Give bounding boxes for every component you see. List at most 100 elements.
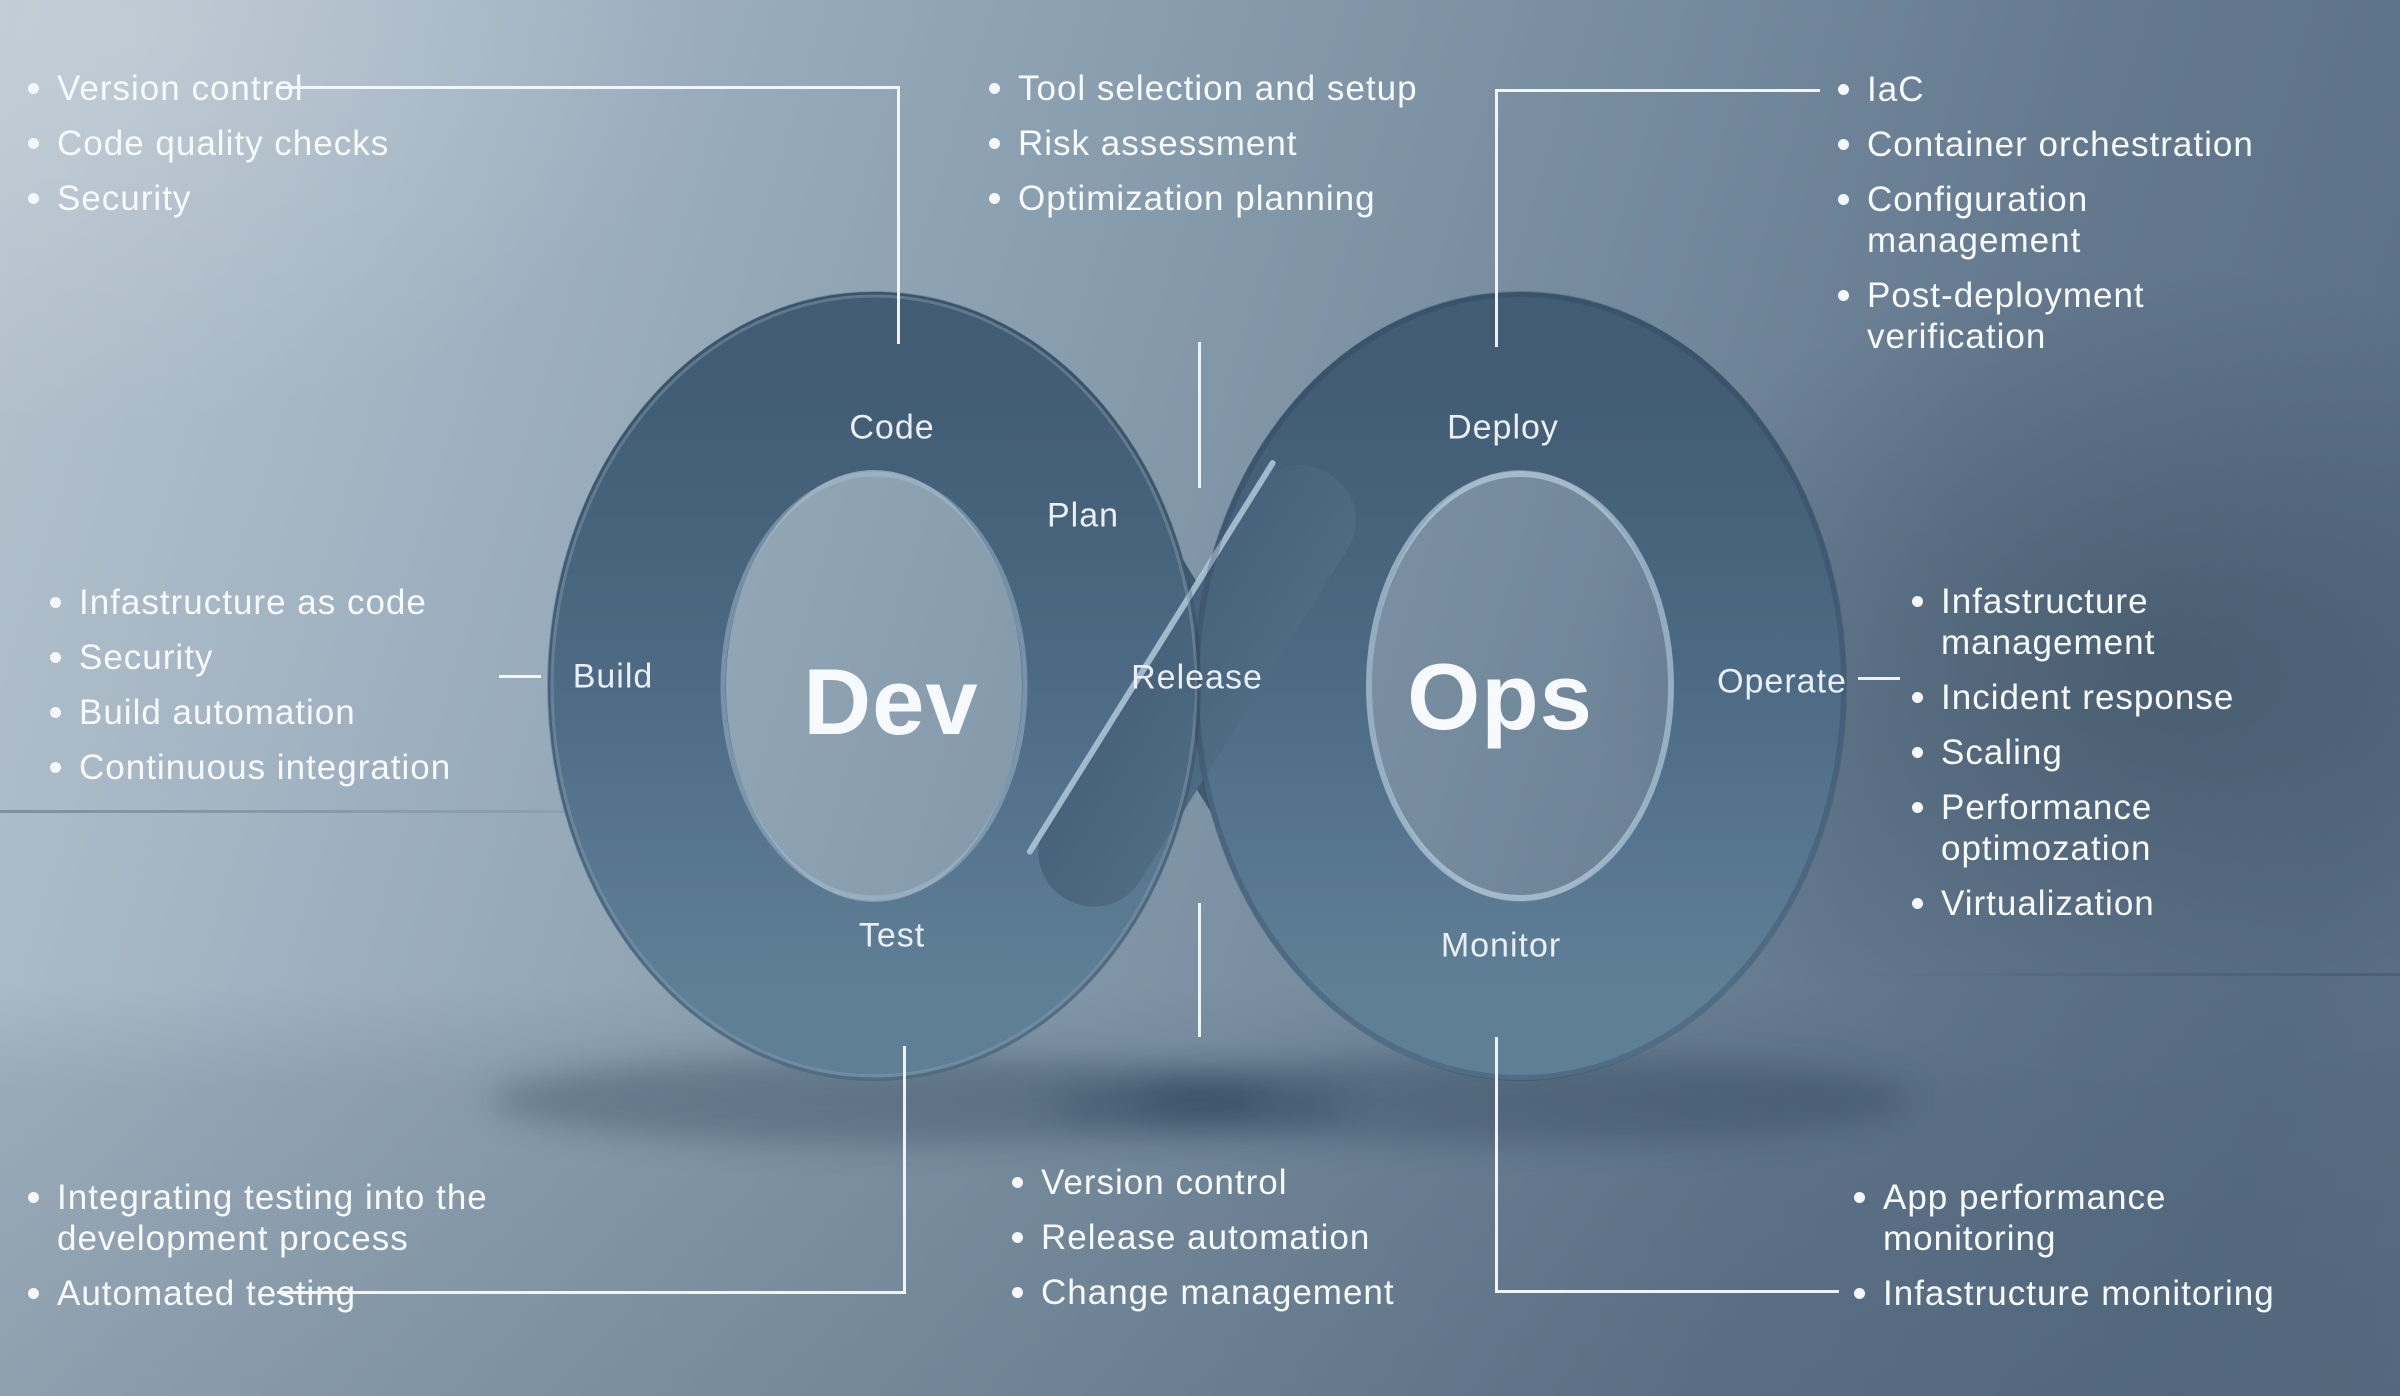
list-item-text: Version control bbox=[1041, 1163, 1288, 1202]
list-item-text: Tool selection and setup bbox=[1018, 69, 1418, 108]
connector-bottom-right-vertical bbox=[1495, 1037, 1498, 1293]
bullet-icon bbox=[1838, 290, 1849, 301]
list-item-text: Performance optimozation bbox=[1941, 788, 2153, 868]
list-item: Performance optimozation bbox=[1912, 787, 2400, 869]
list-item-text: Post-deployment verification bbox=[1867, 276, 2145, 356]
dev-ring-shadow bbox=[490, 1056, 1270, 1144]
bullet-icon bbox=[50, 652, 61, 663]
list-item-text: Integrating testing into the development… bbox=[57, 1178, 488, 1258]
bullet-icon bbox=[50, 597, 61, 608]
list-item: Risk assessment bbox=[989, 123, 1609, 164]
bullet-icon bbox=[989, 83, 1000, 94]
bullet-icon bbox=[1012, 1177, 1023, 1188]
list-item: App performance monitoring bbox=[1854, 1177, 2400, 1259]
list-item: Code quality checks bbox=[28, 123, 628, 164]
list-item: Infastructure management bbox=[1912, 581, 2400, 663]
stage-label-plan: Plan bbox=[1046, 496, 1120, 535]
stage-label-release: Release bbox=[1131, 658, 1263, 697]
list-item: IaC bbox=[1838, 69, 2398, 110]
checklist-items: Integrating testing into the development… bbox=[28, 1177, 668, 1314]
connector-top-right-vertical bbox=[1495, 89, 1498, 347]
list-item-text: Infastructure as code bbox=[79, 583, 427, 622]
list-item-text: Build automation bbox=[79, 693, 356, 732]
bullet-icon bbox=[28, 1288, 39, 1299]
bullet-icon bbox=[50, 707, 61, 718]
bullet-icon bbox=[1838, 139, 1849, 150]
wall-floor-edge-left bbox=[0, 810, 760, 813]
stage-label-operate: Operate bbox=[1717, 662, 1847, 701]
bullet-icon bbox=[1912, 747, 1923, 758]
list-item-text: Change management bbox=[1041, 1273, 1395, 1312]
loop-strand-ascending bbox=[1026, 460, 1356, 907]
list-item-text: Continuous integration bbox=[79, 748, 452, 787]
bullet-icon bbox=[1854, 1288, 1865, 1299]
list-item: Infastructure as code bbox=[50, 582, 650, 623]
bullet-icon bbox=[1838, 84, 1849, 95]
bullet-icon bbox=[28, 193, 39, 204]
list-item-text: Version control bbox=[57, 69, 304, 108]
list-item: Version control bbox=[1012, 1162, 1632, 1203]
dev-ring-outer-highlight bbox=[550, 294, 1198, 1078]
connector-top-right-horizontal bbox=[1497, 89, 1820, 92]
bullet-icon bbox=[1912, 802, 1923, 813]
bullet-icon bbox=[1912, 692, 1923, 703]
list-item-text: App performance monitoring bbox=[1883, 1178, 2167, 1258]
list-item-text: Optimization planning bbox=[1018, 179, 1376, 218]
checklist-bottom-left: Integrating testing into the development… bbox=[28, 1177, 668, 1328]
bullet-icon bbox=[1912, 596, 1923, 607]
list-item: Continuous integration bbox=[50, 747, 650, 788]
list-item: Change management bbox=[1012, 1272, 1632, 1313]
floor-edge-right bbox=[1840, 973, 2400, 976]
list-item-text: Risk assessment bbox=[1018, 124, 1298, 163]
list-item: Incident response bbox=[1912, 677, 2400, 718]
list-item-text: Security bbox=[79, 638, 214, 677]
stage-label-test: Test bbox=[858, 916, 926, 955]
list-item: Tool selection and setup bbox=[989, 68, 1609, 109]
connector-bottom-left-vertical bbox=[903, 1046, 906, 1294]
list-item-text: Incident response bbox=[1941, 678, 2235, 717]
ops-ring-outer-rim bbox=[1193, 291, 1847, 1081]
dev-ring-inner-rim bbox=[720, 471, 1028, 901]
list-item-text: IaC bbox=[1867, 70, 1925, 109]
list-item-text: Release automation bbox=[1041, 1218, 1371, 1257]
stage-label-build: Build bbox=[572, 657, 654, 696]
list-item-text: Code quality checks bbox=[57, 124, 390, 163]
bullet-icon bbox=[1838, 194, 1849, 205]
connector-bottom-left-horizontal bbox=[277, 1291, 906, 1294]
list-item-text: Security bbox=[57, 179, 192, 218]
bullet-icon bbox=[1012, 1287, 1023, 1298]
list-item: Integrating testing into the development… bbox=[28, 1177, 668, 1259]
list-item: Optimization planning bbox=[989, 178, 1609, 219]
bullet-icon bbox=[1854, 1192, 1865, 1203]
ops-ring bbox=[1194, 292, 1846, 1080]
bullet-icon bbox=[28, 1192, 39, 1203]
list-item-text: Automated testing bbox=[57, 1274, 357, 1313]
list-item: Configuration management bbox=[1838, 179, 2398, 261]
connector-bottom-right-horizontal bbox=[1495, 1290, 1839, 1293]
list-item-text: Configuration management bbox=[1867, 180, 2089, 260]
dev-ring-outer-rim bbox=[547, 291, 1201, 1081]
connector-bottom-center-vertical bbox=[1198, 903, 1201, 1037]
stage-label-monitor: Monitor bbox=[1440, 926, 1562, 965]
bullet-icon bbox=[1912, 898, 1923, 909]
bullet-icon bbox=[989, 193, 1000, 204]
dev-label: Dev bbox=[803, 649, 979, 754]
list-item-text: Container orchestration bbox=[1867, 125, 2254, 164]
list-item: Build automation bbox=[50, 692, 650, 733]
list-item: Post-deployment verification bbox=[1838, 275, 2398, 357]
bullet-icon bbox=[50, 762, 61, 773]
ops-ring-inner-rim bbox=[1366, 471, 1674, 901]
stage-label-code: Code bbox=[849, 408, 935, 447]
